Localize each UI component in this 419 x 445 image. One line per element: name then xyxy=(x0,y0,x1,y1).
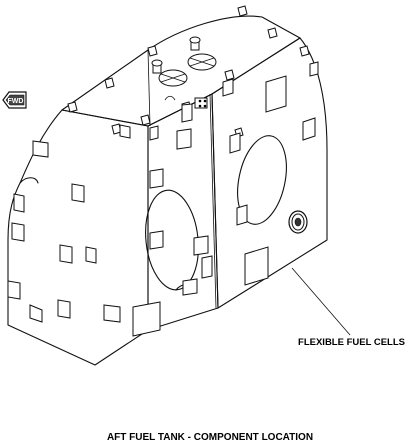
right-face-panels xyxy=(222,61,319,286)
fuel-cell-body xyxy=(7,5,328,366)
fwd-label: FWD xyxy=(8,98,24,105)
top-fittings xyxy=(151,36,217,109)
drain-port-icon xyxy=(288,210,308,234)
diagram-caption: AFT FUEL TANK - COMPONENT LOCATION xyxy=(107,432,313,443)
fwd-direction-arrow: FWD xyxy=(2,91,27,109)
callout-leader-line xyxy=(291,267,351,336)
left-front-face xyxy=(7,109,149,366)
left-face-panels xyxy=(7,124,131,323)
callout-label: FLEXIBLE FUEL CELLS xyxy=(298,337,405,348)
right-face xyxy=(211,37,328,309)
top-face xyxy=(61,15,301,127)
middle-face-panels xyxy=(132,103,213,337)
right-oval-opening xyxy=(237,135,287,225)
